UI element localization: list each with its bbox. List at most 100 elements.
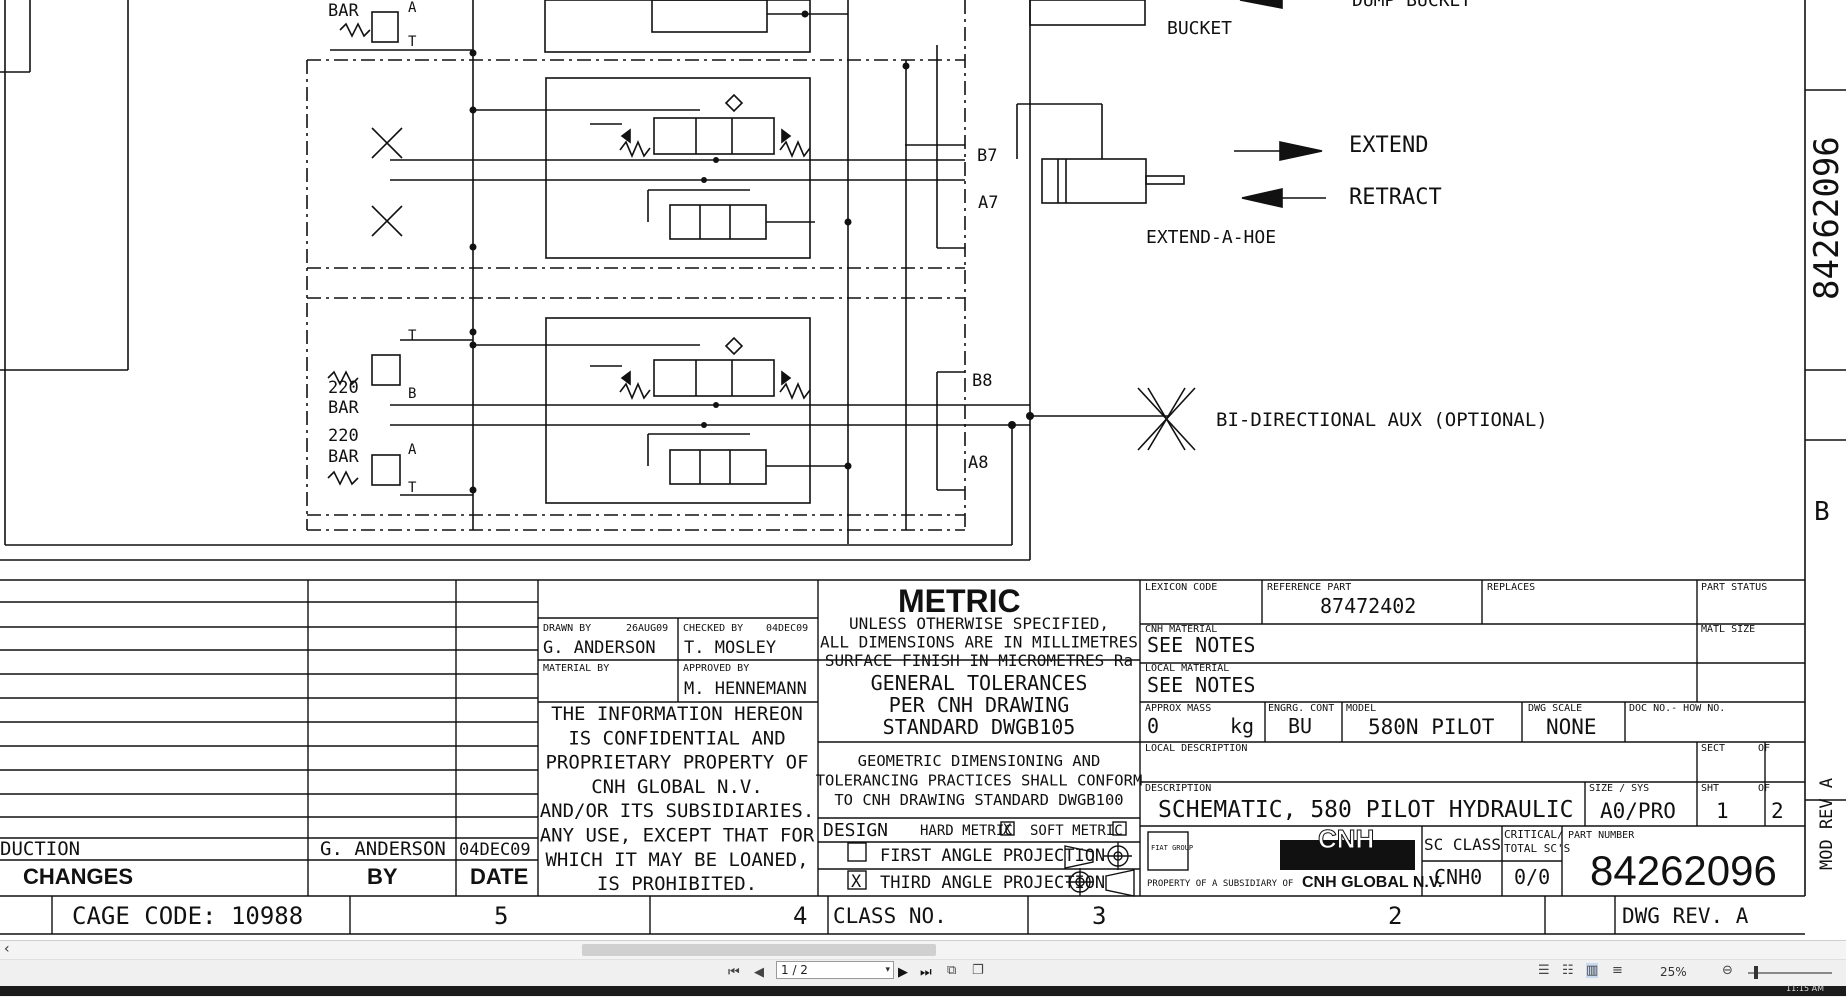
cnh-material-label: CNH MATERIAL [1145, 624, 1217, 635]
label-dump-bucket: DUMP BUCKET [1352, 0, 1471, 11]
part-number-label: PART NUMBER [1568, 830, 1635, 841]
label-relief-2-value: 220 [328, 426, 359, 446]
zoom-slider[interactable] [1748, 972, 1832, 974]
drawn-date: 26AUG09 [626, 623, 668, 634]
hard-metric-label: HARD METRIC [920, 823, 1013, 839]
checked-date: 04DEC09 [766, 623, 808, 634]
reference-part: 87472402 [1320, 594, 1416, 618]
description: SCHEMATIC, 580 PILOT HYDRAULIC [1158, 797, 1573, 823]
revision-row-date: 04DEC09 [459, 840, 531, 860]
revision-header-by: BY [367, 864, 398, 889]
general-tolerances-line: GENERAL TOLERANCES [871, 671, 1088, 695]
confidential-line: AND/OR ITS SUBSIDIARIES. [540, 800, 815, 822]
single-page-view-icon[interactable]: ☰ [1538, 963, 1550, 978]
geometric-dimensioning-line: TO CNH DRAWING STANDARD DWGB100 [834, 791, 1123, 809]
confidential-line: PROPRIETARY PROPERTY OF [545, 752, 808, 774]
confidential-line: WHICH IT MAY BE LOANED, [545, 849, 808, 871]
unless-specified-line: SURFACE FINISH IN MICROMETRES Ra [825, 651, 1133, 670]
label-a7: A7 [978, 193, 998, 213]
sect-label: SECT [1701, 743, 1725, 754]
fit-page-icon[interactable]: ⧉ [947, 963, 957, 978]
page-number-input[interactable]: 1 / 2 ▾ [776, 961, 894, 979]
label-port-t-top: T [408, 34, 417, 50]
zone-4: 4 [793, 902, 807, 930]
zoom-out-icon[interactable]: ⊖ [1722, 963, 1733, 978]
sht-label: SHT [1701, 783, 1719, 794]
revision-header-changes: CHANGES [23, 864, 133, 889]
design-label: DESIGN [823, 820, 888, 841]
third-angle-checkbox[interactable]: X [851, 872, 862, 892]
label-bar-top: BAR [328, 1, 359, 21]
hard-metric-checkbox[interactable]: X [1003, 822, 1012, 838]
label-port-t-lower: T [408, 480, 417, 496]
description-label: DESCRIPTION [1145, 783, 1211, 794]
horizontal-scrollbar[interactable]: ‹ [0, 941, 1846, 960]
critical-label-2: TOTAL SC'S [1504, 842, 1570, 855]
schematic-drawing: BAR A T BUCKET DUMP BUCKET B7 A7 EXTEND … [0, 0, 1846, 935]
drawn-by-name: G. ANDERSON [543, 638, 656, 658]
facing-view-icon[interactable]: ▥ [1586, 963, 1599, 978]
drawn-by-label: DRAWN BY [543, 623, 591, 634]
critical-value: 0/0 [1514, 865, 1550, 889]
label-relief-2-unit: BAR [328, 447, 359, 467]
general-tolerances-line: PER CNH DRAWING [889, 693, 1070, 717]
sect-of-label: OF [1758, 743, 1770, 754]
continuous-view-icon[interactable]: ☷ [1562, 963, 1574, 978]
fiat-group-logo: FIAT GROUP [1151, 844, 1193, 852]
last-page-icon[interactable]: ⏭ [920, 965, 932, 980]
checked-by-label: CHECKED BY [683, 623, 743, 634]
confidential-line: CNH GLOBAL N.V. [591, 776, 763, 798]
confidential-line: THE INFORMATION HEREON [551, 703, 803, 725]
model-label: MODEL [1346, 703, 1376, 714]
label-port-b: B [408, 386, 416, 402]
checked-by-name: T. MOSLEY [684, 638, 776, 658]
horizontal-scroll-thumb[interactable] [582, 944, 936, 956]
mass-unit: kg [1230, 714, 1254, 738]
approved-by-name: M. HENNEMANN [684, 679, 807, 699]
first-page-icon[interactable]: ⏮ [728, 965, 740, 980]
doc-no-label: DOC NO.- HOW NO. [1629, 703, 1725, 714]
sc-class: CNH0 [1434, 865, 1482, 889]
approx-mass: 0 [1147, 714, 1159, 738]
general-tolerances-line: STANDARD DWGB105 [883, 715, 1076, 739]
label-a8: A8 [968, 453, 988, 473]
approved-by-label: APPROVED BY [683, 663, 749, 674]
dwg-scale-label: DWG SCALE [1528, 703, 1582, 714]
cnh-global: CNH GLOBAL N.V. [1302, 874, 1442, 891]
zone-3: 3 [1092, 902, 1106, 930]
lexicon-code-label: LEXICON CODE [1145, 582, 1217, 593]
scroll-left-icon[interactable]: ‹ [4, 941, 10, 957]
critical-label-1: CRITICAL/ [1504, 828, 1564, 841]
label-relief-1-unit: BAR [328, 398, 359, 418]
previous-page-icon[interactable]: ◀ [754, 965, 764, 980]
label-b7: B7 [977, 146, 997, 166]
next-page-icon[interactable]: ▶ [898, 965, 908, 980]
engrg-cont-label: ENGRG. CONT [1268, 703, 1334, 714]
sht-of-label: OF [1758, 783, 1770, 794]
third-angle-label: THIRD ANGLE PROJECTION [880, 873, 1105, 893]
part-number: 84262096 [1590, 847, 1777, 894]
local-material-label: LOCAL MATERIAL [1145, 663, 1229, 674]
local-description-label: LOCAL DESCRIPTION [1145, 743, 1247, 754]
label-port-a-top: A [408, 0, 417, 16]
label-bucket: BUCKET [1167, 18, 1232, 39]
model: 580N PILOT [1368, 715, 1495, 739]
label-retract: RETRACT [1349, 185, 1442, 210]
revision-row-text: DUCTION [0, 838, 80, 860]
sc-class-label: SC CLASS [1424, 835, 1501, 854]
confidential-line: IS CONFIDENTIAL AND [568, 727, 785, 749]
page-indicator: 1 / 2 [781, 963, 808, 977]
continuous-facing-view-icon[interactable]: ≡ [1612, 963, 1623, 978]
zoom-slider-handle[interactable] [1754, 966, 1758, 979]
label-bi-directional: BI-DIRECTIONAL AUX (OPTIONAL) [1216, 409, 1548, 431]
revision-header-date: DATE [470, 864, 528, 889]
chevron-down-icon[interactable]: ▾ [885, 965, 890, 975]
confidential-line: IS PROHIBITED. [597, 873, 757, 895]
matl-size-label: MATL SIZE [1701, 624, 1755, 635]
fit-width-icon[interactable]: ❐ [972, 963, 984, 978]
unless-specified-line: UNLESS OTHERWISE SPECIFIED, [849, 614, 1109, 633]
label-extend: EXTEND [1349, 133, 1428, 158]
